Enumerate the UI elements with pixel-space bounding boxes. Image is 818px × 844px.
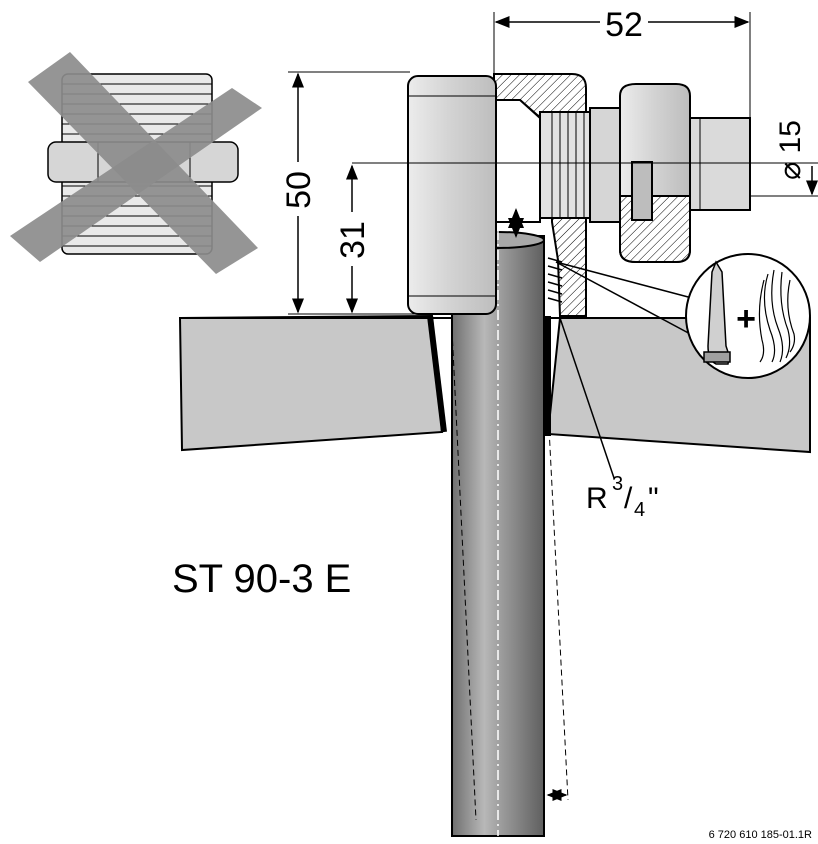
compression-union bbox=[619, 83, 751, 263]
dimension-diameter-label: ⌀ 15 bbox=[774, 120, 807, 180]
hex-nut bbox=[407, 75, 497, 315]
model-label: ST 90-3 E bbox=[172, 557, 351, 601]
sensor-pipe bbox=[451, 150, 569, 837]
dimension-50: 50 bbox=[280, 71, 450, 315]
sealant-callout: + bbox=[555, 253, 811, 379]
dimension-50-label: 50 bbox=[280, 171, 318, 209]
plus-sign: + bbox=[736, 300, 756, 338]
sealant-tube-and-hemp-icon: + bbox=[703, 260, 796, 365]
tank-left-section bbox=[178, 314, 447, 452]
thread-size-label: R 3 / 4 " bbox=[586, 464, 659, 523]
dimension-31: 31 bbox=[334, 164, 372, 314]
dimension-52-label: 52 bbox=[605, 6, 643, 44]
crossed-out-double-nipple-icon bbox=[10, 52, 262, 274]
document-number: 6 720 610 185-01.1R bbox=[709, 829, 812, 841]
dimension-diameter: ⌀ 15 bbox=[750, 120, 818, 197]
thread-lines bbox=[547, 257, 563, 303]
threaded-stub bbox=[539, 107, 621, 223]
dimension-52: 52 bbox=[493, 6, 751, 118]
dimension-31-label: 31 bbox=[334, 221, 372, 259]
thread-size-callout: R 3 / 4 " bbox=[559, 317, 659, 523]
